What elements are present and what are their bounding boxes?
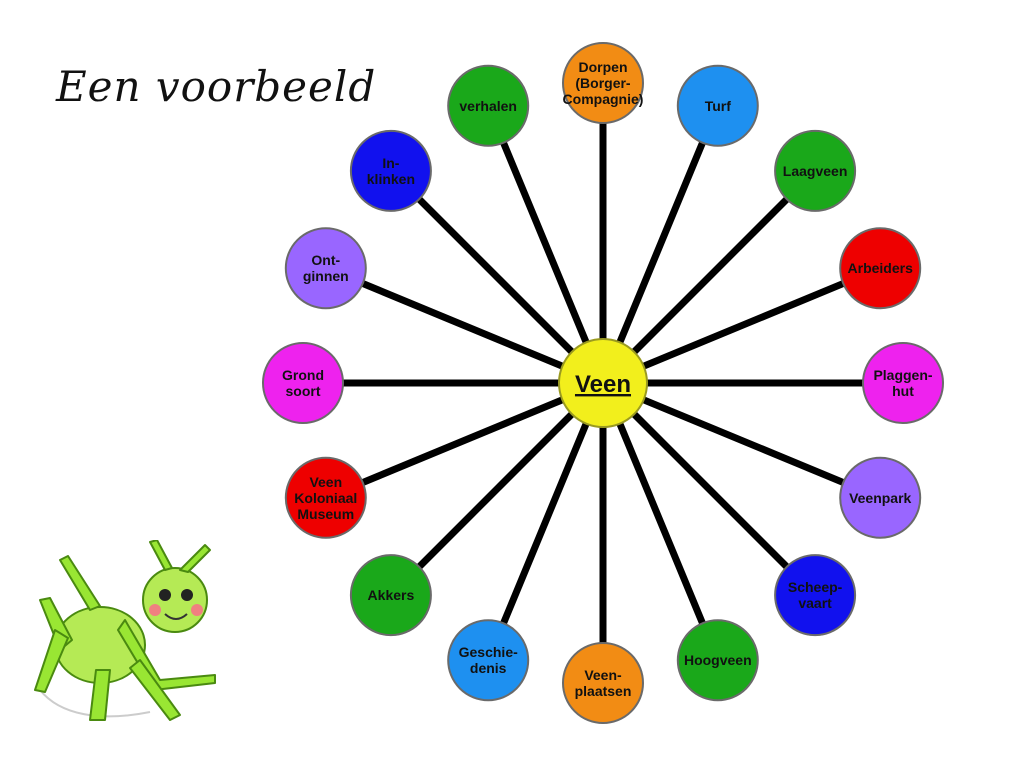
topic-circle: [839, 227, 922, 310]
topic-circle: [284, 227, 367, 310]
topic-node: Akkers: [349, 554, 432, 637]
topic-label: Akkers: [368, 587, 415, 603]
cricket-mascot-icon: [34, 540, 216, 721]
spoke-line: [600, 380, 818, 598]
spoke-line: [599, 381, 722, 662]
topic-circle: [284, 456, 367, 539]
topic-node: Laagveen: [774, 129, 857, 212]
topic-label: plaatsen: [575, 683, 632, 699]
topic-label: Veen: [309, 474, 342, 490]
topic-node: Turf: [676, 64, 759, 147]
topic-circle: [262, 342, 344, 424]
topic-label: Dorpen: [579, 59, 628, 75]
topic-label: Veen-: [584, 667, 622, 683]
topic-circle: [676, 64, 759, 147]
spoke-line: [484, 381, 607, 662]
topic-label: Arbeiders: [848, 260, 914, 276]
topic-circle: [562, 642, 644, 724]
center-label: Veen: [575, 371, 631, 398]
topic-label: soort: [286, 383, 321, 399]
spoke-line: [388, 168, 606, 386]
topic-circle: [447, 619, 530, 702]
topic-circle: [562, 42, 644, 124]
topic-circle: [839, 456, 922, 539]
topic-node: verhalen: [447, 64, 530, 147]
topic-label: Koloniaal: [294, 490, 357, 506]
topic-circle: [676, 619, 759, 702]
topic-label: Scheep-: [788, 579, 843, 595]
topic-label: vaart: [798, 595, 832, 611]
topic-label: ginnen: [303, 268, 349, 284]
topic-circle: [349, 129, 432, 212]
topic-label: In-: [382, 155, 399, 171]
topic-node: Ont-ginnen: [284, 227, 367, 310]
topic-label: denis: [470, 660, 507, 676]
spoke-line: [324, 379, 605, 502]
topic-node: Veenpark: [839, 456, 922, 539]
topic-label: Hoogveen: [684, 652, 752, 668]
topic-node: Arbeiders: [839, 227, 922, 310]
topic-label: Museum: [297, 506, 354, 522]
center-node: Veen: [558, 338, 648, 428]
topic-circle: [774, 554, 857, 637]
spoke-line: [484, 104, 607, 385]
topic-node: Hoogveen: [676, 619, 759, 702]
topic-label: verhalen: [459, 98, 517, 114]
topic-circle: [774, 129, 857, 212]
spoke-line: [600, 168, 818, 386]
topic-label: Turf: [705, 98, 732, 114]
topic-label: klinken: [367, 171, 415, 187]
topic-label: Ont-: [311, 252, 340, 268]
topic-label: Geschie-: [459, 644, 518, 660]
spoke-line: [601, 264, 882, 387]
spoke-line: [599, 104, 722, 385]
topic-label: Grond: [282, 367, 324, 383]
topic-node: Scheep-vaart: [774, 554, 857, 637]
topic-node: Plaggen-hut: [862, 342, 944, 424]
topic-node: Dorpen(Borger-Compagnie): [562, 42, 644, 124]
topic-node: Geschie-denis: [447, 619, 530, 702]
topic-circle: [862, 342, 944, 424]
spoke-line: [324, 264, 605, 387]
topic-label: (Borger-: [575, 75, 631, 91]
topic-circle: [447, 64, 530, 147]
topic-node: In-klinken: [349, 129, 432, 212]
topic-label: hut: [892, 383, 914, 399]
topic-circle: [349, 554, 432, 637]
topic-label: Plaggen-: [873, 367, 932, 383]
spoke-line: [388, 380, 606, 598]
topic-label: Veenpark: [849, 490, 911, 506]
topic-node: Veen-plaatsen: [562, 642, 644, 724]
spoke-line: [601, 379, 882, 502]
topic-label: Laagveen: [783, 163, 848, 179]
page-title: Een voorbeeld: [56, 62, 377, 111]
topic-label: Compagnie): [563, 91, 644, 107]
